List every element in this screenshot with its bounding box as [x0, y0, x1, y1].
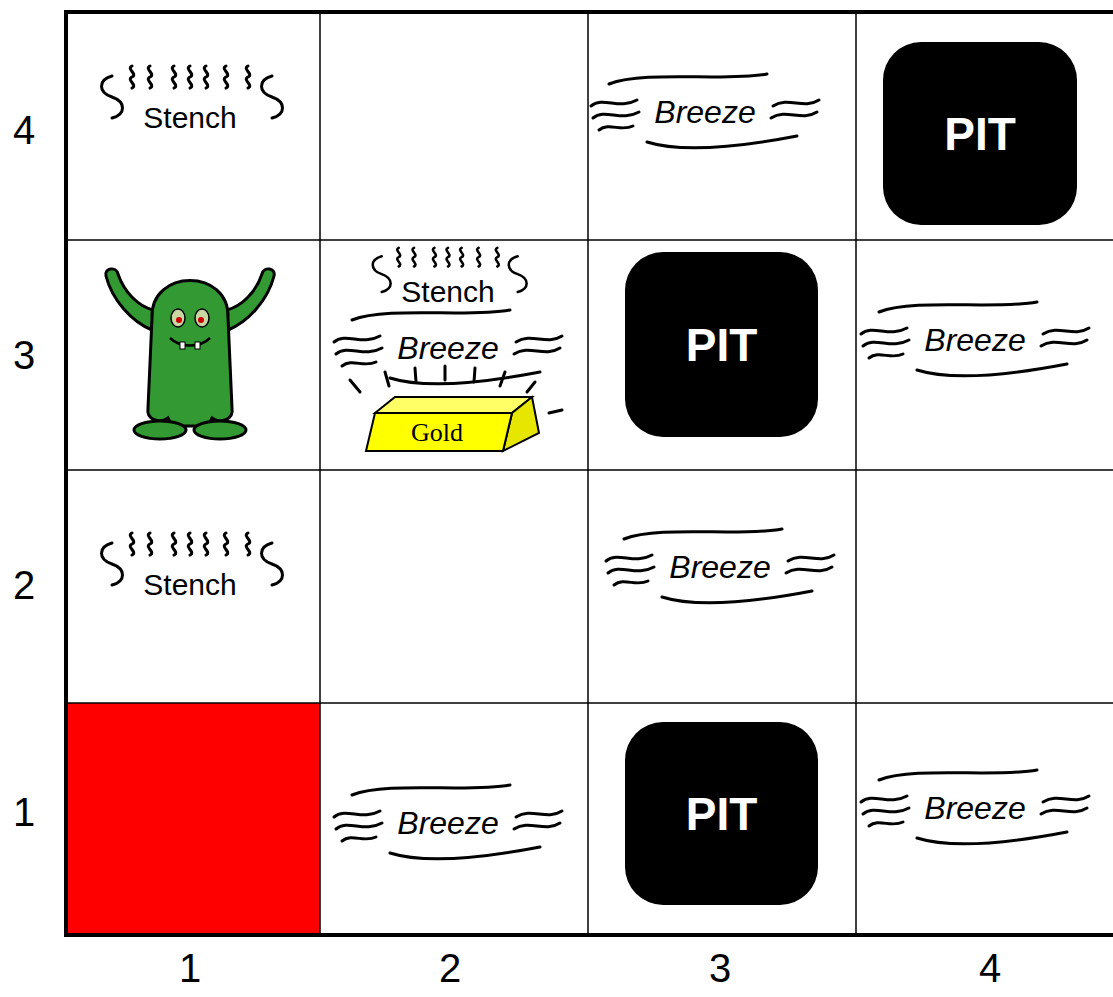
- wumpus-arm: [227, 269, 274, 330]
- grid-cell: Stench: [66, 12, 320, 240]
- wumpus-tooth: [180, 342, 185, 349]
- column-number: 2: [439, 945, 461, 991]
- wumpus-body: [148, 281, 232, 427]
- gold-bar-top: [375, 397, 532, 413]
- gold-bar: Gold: [365, 393, 540, 453]
- grid-line: [319, 12, 321, 935]
- pit-label: PIT: [686, 318, 758, 372]
- breeze-mark: [606, 529, 834, 603]
- gold-ray: [474, 368, 475, 382]
- breeze-mark: [861, 770, 1089, 844]
- row-number: 3: [13, 332, 35, 378]
- percept-label: Stench: [143, 568, 236, 603]
- grid-line: [66, 469, 1113, 471]
- breeze-mark: [861, 302, 1089, 376]
- gold-ray: [415, 368, 416, 382]
- wumpus-foot: [194, 421, 246, 439]
- pit-box: PIT: [625, 252, 818, 437]
- percept-label: Breeze: [397, 805, 498, 842]
- grid-border-line: [64, 10, 68, 937]
- grid-cell: Breeze: [856, 703, 1113, 935]
- percept-label: Breeze: [654, 94, 755, 131]
- grid-cell: Breeze: [588, 12, 856, 240]
- percept-label: Breeze: [397, 330, 498, 367]
- breeze-mark: [591, 74, 819, 148]
- grid-border-line: [64, 10, 1113, 14]
- wumpus-mouth: [170, 338, 210, 346]
- start-cell: [66, 703, 320, 935]
- gold-ray: [527, 382, 535, 392]
- row-number: 1: [13, 789, 35, 835]
- gold-label: Gold: [411, 418, 463, 448]
- grid-cell: Breeze: [320, 703, 588, 935]
- wumpus-pupil: [198, 317, 204, 323]
- grid-cell: Stench: [66, 470, 320, 703]
- grid-lines: [66, 12, 1113, 935]
- grid-line: [66, 239, 1113, 241]
- percept-label: Breeze: [924, 322, 1025, 359]
- gold-ray: [350, 380, 360, 392]
- grid-cell: Breeze: [588, 470, 856, 703]
- gold-ray: [385, 372, 389, 386]
- pit-box: PIT: [883, 42, 1077, 225]
- pit-label: PIT: [944, 107, 1016, 161]
- column-number: 3: [709, 945, 731, 991]
- wumpus-eye: [171, 309, 185, 327]
- column-number: 4: [979, 945, 1001, 991]
- wumpus-tooth: [195, 342, 200, 349]
- percept-label: Stench: [143, 101, 236, 136]
- gold-ray: [549, 410, 562, 413]
- pit-label: PIT: [686, 787, 758, 841]
- grid-border-line: [64, 933, 1113, 937]
- row-number: 2: [13, 562, 35, 608]
- column-number: 1: [179, 945, 201, 991]
- grid-border: [64, 10, 1113, 937]
- grid-cell: Breeze: [856, 240, 1113, 470]
- gold-ray: [500, 372, 505, 386]
- wumpus-eye: [195, 309, 209, 327]
- breeze-mark: [334, 785, 562, 859]
- wumpus-foot: [134, 421, 186, 439]
- breeze-mark: [334, 310, 562, 384]
- wumpus-arm: [106, 269, 153, 330]
- grid-line: [66, 702, 1113, 704]
- percept-label: Breeze: [924, 790, 1025, 827]
- row-number: 4: [13, 107, 35, 153]
- percept-label: Stench: [401, 275, 494, 310]
- gold-ray: [444, 366, 447, 380]
- percept-label: Breeze: [669, 549, 770, 586]
- gold-bar-front: [366, 413, 512, 451]
- wumpus-pupil: [176, 317, 182, 323]
- pit-box: PIT: [625, 722, 818, 905]
- grid-line: [855, 12, 857, 935]
- wumpus-monster: [106, 269, 274, 439]
- grid-cell: Gold StenchBreeze: [320, 240, 588, 470]
- grid-line: [587, 12, 589, 935]
